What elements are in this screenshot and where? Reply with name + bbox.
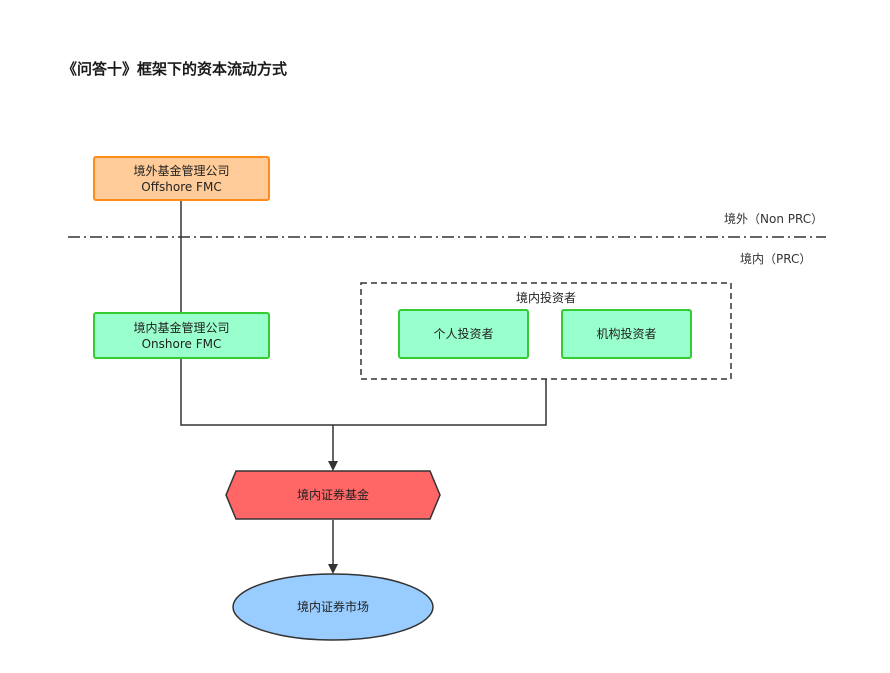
domestic-fund-shape (225, 470, 441, 520)
institutional-investor-label: 机构投资者 (596, 327, 657, 341)
individual-investor-label: 个人投资者 (433, 327, 494, 341)
domestic-market-label: 境内证券市场 (296, 600, 369, 614)
offshore-zone-label: 境外（Non PRC） (724, 212, 824, 226)
domestic-fund-node[interactable]: 境内证券基金 (226, 470, 440, 520)
connector-onshore-junction (180, 359, 333, 426)
domestic-market-node[interactable]: 境内证券市场 (232, 573, 434, 641)
domestic-market-shape (232, 573, 434, 641)
domestic-fund-label: 境内证券基金 (296, 488, 369, 502)
domestic-investors-title: 境内投资者 (515, 291, 576, 305)
institutional-investor-node[interactable]: 机构投资者 (561, 309, 692, 359)
onshore-fmc-label-en: Onshore FMC (141, 336, 222, 351)
onshore-zone-label: 境内（PRC） (740, 252, 812, 266)
onshore-fmc-label-cn: 境内基金管理公司 (133, 320, 230, 335)
individual-investor-node[interactable]: 个人投资者 (398, 309, 529, 359)
connector-investors-junction (333, 379, 547, 426)
domestic-investors-group (360, 282, 732, 380)
offshore-fmc-label-en: Offshore FMC (141, 179, 222, 194)
onshore-fmc-node[interactable]: 境内基金管理公司 Onshore FMC (93, 312, 270, 359)
offshore-fmc-node[interactable]: 境外基金管理公司 Offshore FMC (93, 156, 270, 201)
diagram-title: 《问答十》框架下的资本流动方式 (62, 60, 288, 78)
offshore-fmc-label-cn: 境外基金管理公司 (133, 163, 230, 178)
